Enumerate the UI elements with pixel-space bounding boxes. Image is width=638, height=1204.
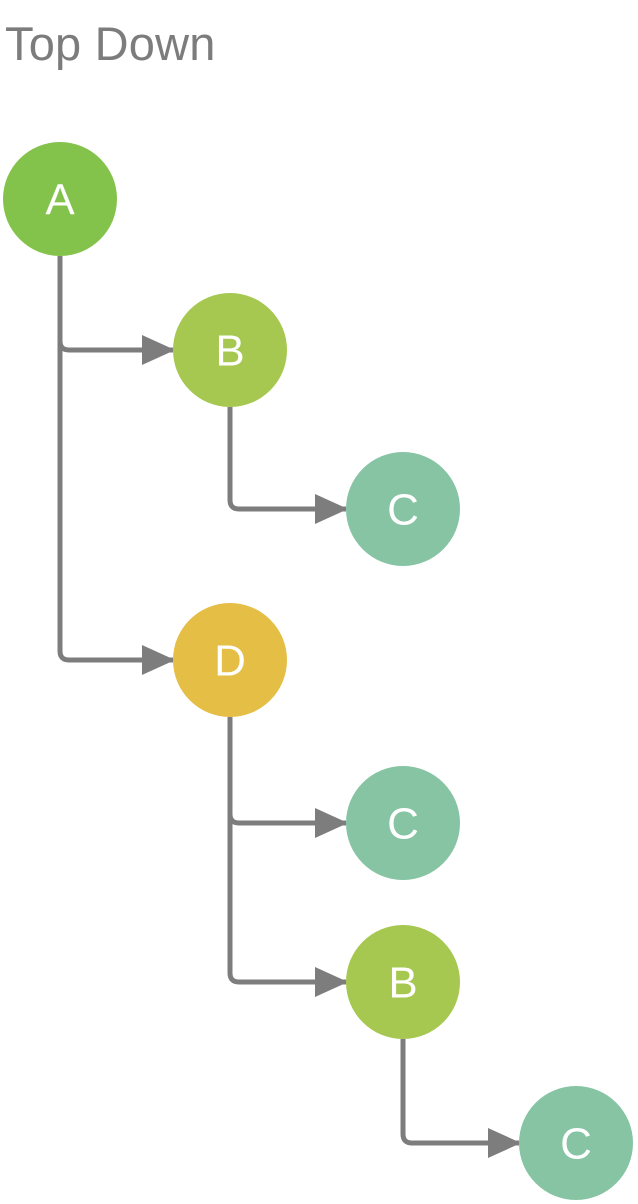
edge-d-to-c [227,717,349,838]
node-c[interactable]: C [519,1086,633,1200]
edge-a-to-b [57,256,176,365]
node-b[interactable]: B [346,925,460,1039]
node-circle[interactable] [346,452,460,566]
node-circle[interactable] [519,1086,633,1200]
node-circle[interactable] [3,142,117,256]
edge-a-to-d [57,256,176,675]
edge-d-to-b [227,717,349,997]
node-circle[interactable] [346,925,460,1039]
edge-b-to-c [227,407,349,524]
page-title: Top Down [5,17,216,70]
node-d[interactable]: D [173,603,287,717]
node-b[interactable]: B [173,293,287,407]
node-c[interactable]: C [346,766,460,880]
node-a[interactable]: A [3,142,117,256]
node-circle[interactable] [173,603,287,717]
edge-b-to-c [400,1039,522,1158]
node-circle[interactable] [173,293,287,407]
edges-layer [57,256,522,1158]
node-c[interactable]: C [346,452,460,566]
node-circle[interactable] [346,766,460,880]
